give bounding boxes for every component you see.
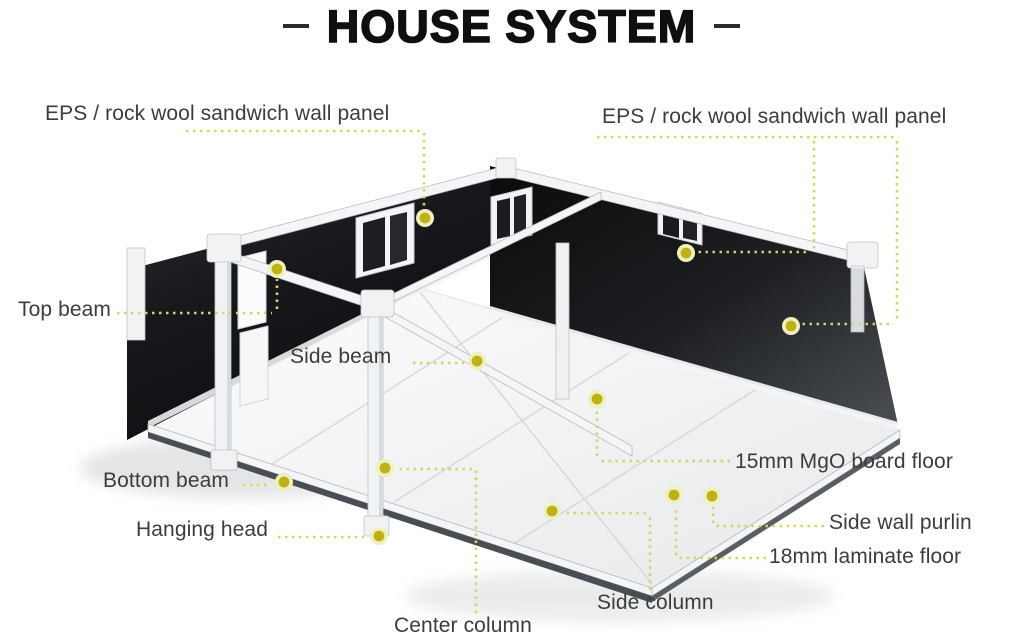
dot-eps-left [416,209,434,227]
label-laminate-floor: 18mm laminate floor [769,545,962,568]
corner-post-far-left [126,247,146,341]
callout-top-beam [117,279,279,315]
dot-laminate-floor [665,486,683,504]
right-column [850,265,865,333]
callout-dots [268,209,800,545]
callout-side-column [565,511,652,590]
label-hanging-head: Hanging head [136,518,268,541]
dot-eps-right-a [677,244,695,262]
label-top-beam: Top beam [18,298,112,321]
title-left-dash [282,24,309,28]
wall-panel-right [490,166,898,425]
dot-hanging-head [370,527,388,545]
label-eps-left: EPS / rock wool sandwich wall panel [45,102,390,125]
left-hanging-head [210,449,238,471]
dot-side-beam [468,352,486,370]
columns [126,157,879,537]
dot-center-column [376,459,394,477]
floor-seams [271,291,759,585]
label-side-beam: Side beam [290,345,392,368]
dot-side-column [543,502,561,520]
label-eps-right: EPS / rock wool sandwich wall panel [602,105,947,128]
callout-mgo-floor [595,410,730,463]
callout-laminate-floor [674,506,766,560]
page-title: HOUSE SYSTEM [326,0,697,52]
steel-frame-beams [147,165,901,597]
left-corner-connector [206,233,242,263]
label-side-column: Side column [597,591,714,614]
window-left-wall [355,202,415,279]
label-center-column: Center column [394,614,532,637]
label-bottom-beam: Bottom beam [103,469,229,492]
title-row: HOUSE SYSTEM [0,0,1023,52]
callout-lines [117,129,899,613]
dot-top-beam [268,260,286,278]
dot-mgo-floor [588,390,606,408]
callout-eps-left [186,129,426,208]
dot-eps-right-b [782,317,800,335]
bottom-beam-right [490,306,898,430]
dot-side-wall-purlin [703,487,721,505]
callout-side-wall-purlin [711,507,824,528]
side-column [555,242,570,400]
back-corner-connector [495,157,517,179]
floor-edge-shadow-left [148,432,652,603]
label-mgo-floor: 15mm MgO board floor [735,450,953,473]
right-corner-connector [846,241,879,269]
dot-bottom-beam [275,473,293,491]
center-connector [360,289,395,318]
floor-edge-shadow-right [652,438,900,602]
title-right-dash [714,24,741,28]
label-side-wall-purlin: Side wall purlin [829,511,972,534]
callout-center-column [397,467,478,613]
